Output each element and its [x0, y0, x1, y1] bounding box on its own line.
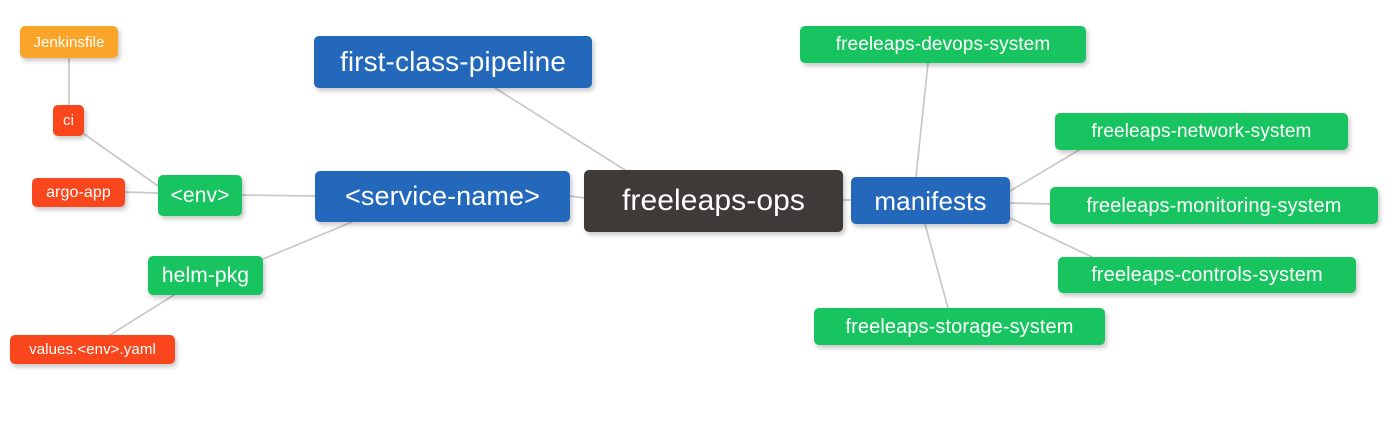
mindmap-edge: [109, 294, 175, 336]
mindmap-node-label: argo-app: [46, 183, 111, 201]
mindmap-node-ci[interactable]: ci: [53, 105, 84, 136]
mindmap-node-env[interactable]: <env>: [158, 175, 242, 216]
mindmap-edge: [915, 62, 929, 178]
mindmap-node-argo-app[interactable]: argo-app: [32, 178, 125, 207]
mindmap-node-freeleaps-monitoring-system[interactable]: freeleaps-monitoring-system: [1050, 187, 1378, 224]
mindmap-node-freeleaps-ops[interactable]: freeleaps-ops: [584, 170, 843, 232]
mindmap-node-label: ci: [62, 112, 75, 129]
mindmap-node-label: helm-pkg: [161, 264, 250, 287]
mindmap-edge: [1009, 149, 1080, 192]
mindmap-edge: [569, 195, 585, 199]
mindmap-node-first-class-pipeline[interactable]: first-class-pipeline: [314, 36, 592, 88]
mindmap-node-manifests[interactable]: manifests: [851, 177, 1010, 224]
mindmap-node-freeleaps-devops-system[interactable]: freeleaps-devops-system: [800, 26, 1086, 63]
mindmap-node-jenkinsfile[interactable]: Jenkinsfile: [20, 26, 118, 58]
mindmap-edge: [494, 87, 626, 171]
mindmap-node-label: freeleaps-devops-system: [835, 34, 1051, 55]
mindmap-node-service-name[interactable]: <service-name>: [315, 171, 570, 222]
mindmap-node-label: <service-name>: [345, 181, 540, 211]
mindmap-edge: [924, 223, 949, 309]
mindmap-node-label: freeleaps-network-system: [1091, 121, 1312, 142]
mindmap-node-label: freeleaps-storage-system: [845, 315, 1074, 338]
mindmap-node-values-yaml[interactable]: values.<env>.yaml: [10, 335, 175, 364]
mindmap-node-label: Jenkinsfile: [33, 33, 105, 51]
mindmap-edge: [241, 194, 316, 197]
mindmap-node-label: freeleaps-ops: [621, 184, 806, 217]
mindmap-node-label: values.<env>.yaml: [29, 341, 156, 358]
mindmap-edge: [124, 191, 159, 194]
mindmap-node-label: <env>: [170, 184, 230, 207]
mindmap-node-label: freeleaps-controls-system: [1091, 264, 1323, 286]
mindmap-edge: [1009, 202, 1051, 205]
mindmap-edge: [262, 221, 353, 260]
mindmap-node-freeleaps-storage-system[interactable]: freeleaps-storage-system: [814, 308, 1105, 345]
mindmap-node-label: first-class-pipeline: [339, 46, 567, 77]
mindmap-node-label: manifests: [874, 185, 987, 216]
mindmap-node-freeleaps-controls-system[interactable]: freeleaps-controls-system: [1058, 257, 1356, 293]
mindmap-node-helm-pkg[interactable]: helm-pkg: [148, 256, 263, 295]
mindmap-node-freeleaps-network-system[interactable]: freeleaps-network-system: [1055, 113, 1348, 150]
mindmap-node-label: freeleaps-monitoring-system: [1086, 194, 1342, 217]
